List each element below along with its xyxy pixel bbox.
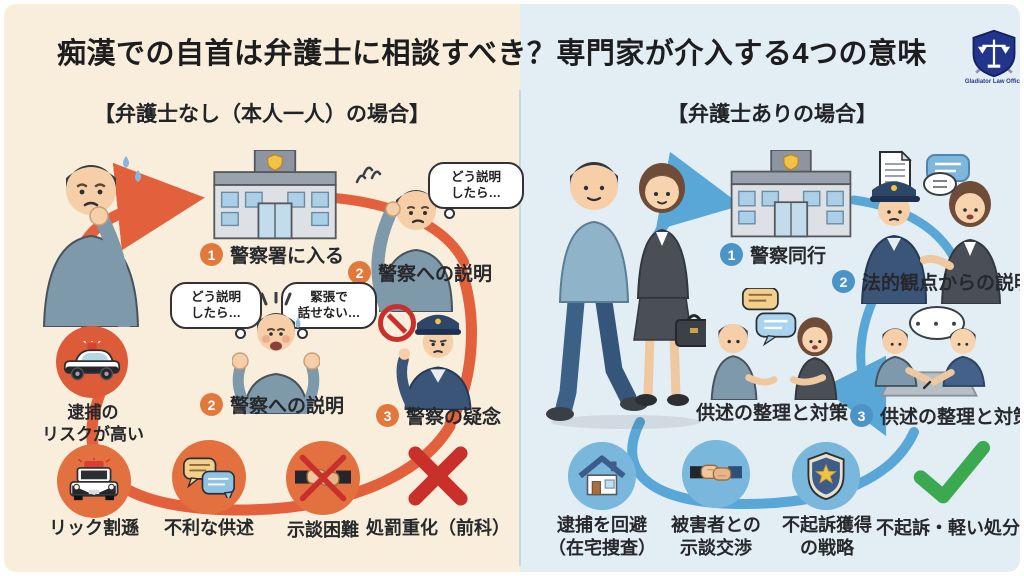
non-prosecution-strategy-circle	[792, 442, 860, 510]
green-check-icon	[913, 440, 990, 504]
outcome-label-light-disposition: 不起訴・軽い処分	[876, 518, 1020, 538]
left-section-header: 【弁護士なし（本人一人）の場合】	[94, 103, 430, 126]
arrest-risk-circle	[56, 326, 128, 398]
chat-bubbles-icon	[183, 457, 235, 498]
step-enter-police-station: 1 警察署に入る	[200, 241, 344, 268]
client-and-lawyer-walking-icon	[546, 162, 706, 429]
police-station-icon	[213, 150, 337, 240]
right-flow-arrows-icon	[627, 151, 959, 510]
step-legal-explanation: 2 法的観点からの説明	[832, 268, 1020, 295]
settlement-negotiation-circle	[682, 440, 750, 508]
step-number-badge: 2	[200, 393, 223, 416]
outcome-label-strategy: 不起訴獲得 の戦略	[782, 515, 872, 559]
step-label: 警察への説明	[230, 396, 345, 417]
step-explaining-to-police-a: 2 警察への説明	[348, 259, 492, 286]
outcome-label-negotiation: 被害者との 示談交渉	[671, 515, 761, 559]
prohibition-sign-icon	[378, 304, 416, 342]
house-icon	[578, 455, 626, 496]
home-investigation-circle	[568, 442, 636, 510]
police-car-side-icon	[63, 341, 121, 381]
step-label: 警察署に入る	[230, 246, 345, 267]
step-police-suspicion: 3 警察の疑念	[376, 402, 501, 429]
step-number-badge: 3	[850, 404, 873, 427]
right-section-header: 【弁護士ありの場合】	[667, 103, 877, 126]
infographic-canvas: 痴漢での自首は弁護士に相談すべき？専門家が介入する4つの意味 Gladiator…	[4, 4, 1020, 572]
red-x-icon	[408, 446, 468, 506]
outcome-label-avoid-arrest: 逮捕を回避 （在宅捜査）	[548, 515, 656, 559]
step-number-badge: 3	[376, 404, 399, 427]
step-number-badge: 1	[200, 243, 223, 266]
step-number-badge: 1	[720, 243, 743, 266]
confusion-squiggle-icon	[355, 166, 382, 184]
police-station-icon	[730, 150, 852, 238]
stressed-man-icon	[232, 292, 320, 414]
head-scratching-man-icon	[371, 190, 454, 312]
step-police-accompaniment: 1 警察同行	[720, 241, 826, 268]
arrest-risk-label: 逮捕の リスクが高い	[42, 403, 144, 444]
thought-bubble-how-explain-2: どう説明 したら…	[170, 282, 262, 338]
police-car-front-icon	[69, 458, 119, 501]
shield-scales-icon	[972, 29, 1016, 78]
step-number-badge: 2	[348, 261, 371, 284]
step-number-badge: 2	[832, 270, 855, 293]
thought-bubble-how-explain: どう説明 したら…	[428, 162, 524, 218]
handshake-crossed-icon	[295, 454, 351, 502]
police-officer-icon	[396, 314, 472, 410]
statement-consultation-icon	[710, 288, 838, 400]
step-label: 警察同行	[750, 246, 827, 267]
page-title: 痴漢での自首は弁護士に相談すべき？専門家が介入する4つの意味	[56, 38, 928, 70]
step-label: 警察への説明	[378, 264, 493, 285]
handshake-icon	[690, 464, 742, 481]
logo-text: Gladiator Law Office	[964, 79, 1020, 85]
law-office-logo: Gladiator Law Office	[964, 28, 1020, 85]
outcome-label-punishment: 処罰重化（前科）	[366, 518, 510, 538]
desk-meeting-icon	[874, 328, 986, 397]
outcome-label-settlement: 示談困難	[287, 520, 359, 540]
step-label: 供述の整理と対策	[880, 407, 1020, 428]
panel-divider	[519, 90, 521, 566]
shield-star-icon	[807, 451, 845, 501]
settlement-difficulty-circle	[286, 441, 360, 515]
step-statement-prep: 3 供述の整理と対策	[850, 402, 1020, 429]
step-explaining-to-police-b: 2 警察への説明	[200, 391, 344, 418]
outcome-label-statement: 不利な供述	[164, 518, 254, 538]
officer-and-lawyer-talking-icon	[860, 172, 1002, 304]
unfavorable-statement-circle	[172, 440, 246, 514]
step-label: 法的観点からの説明	[862, 273, 1020, 294]
patrol-car-circle	[57, 444, 131, 518]
step-label: 警察の疑念	[406, 407, 502, 428]
outcome-label-risk: リック割遜	[49, 518, 139, 538]
statement-prep-label: 供述の整理と対策	[695, 403, 848, 424]
worried-man-icon	[42, 156, 141, 327]
